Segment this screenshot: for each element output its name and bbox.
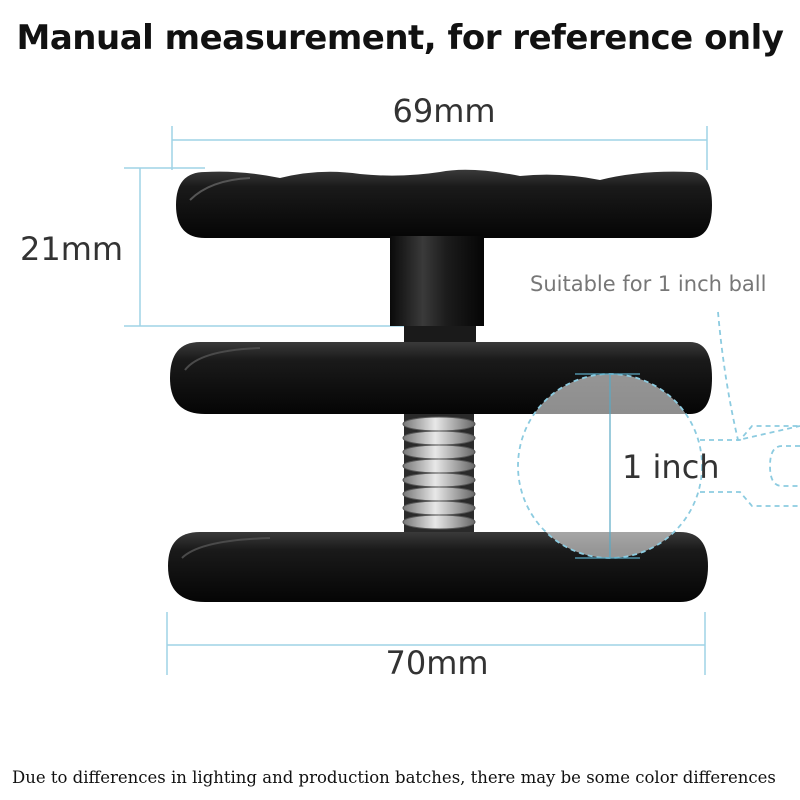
color-disclaimer: Due to differences in lighting and produ… <box>12 768 776 787</box>
ball-mount-outline-icon <box>700 311 800 507</box>
headline: Manual measurement, for reference only <box>16 18 784 58</box>
bottom-width-label: 70mm <box>385 644 489 682</box>
top-clamp-bar <box>176 169 712 238</box>
center-post <box>390 236 484 344</box>
top-width-label: 69mm <box>392 92 496 130</box>
ball-size-indicator <box>517 373 703 559</box>
ball-note: Suitable for 1 inch ball <box>530 272 767 296</box>
dimension-lines <box>124 126 708 675</box>
spring-icon <box>402 414 476 534</box>
height-label: 21mm <box>20 230 124 268</box>
ball-size-label: 1 inch <box>622 448 720 486</box>
